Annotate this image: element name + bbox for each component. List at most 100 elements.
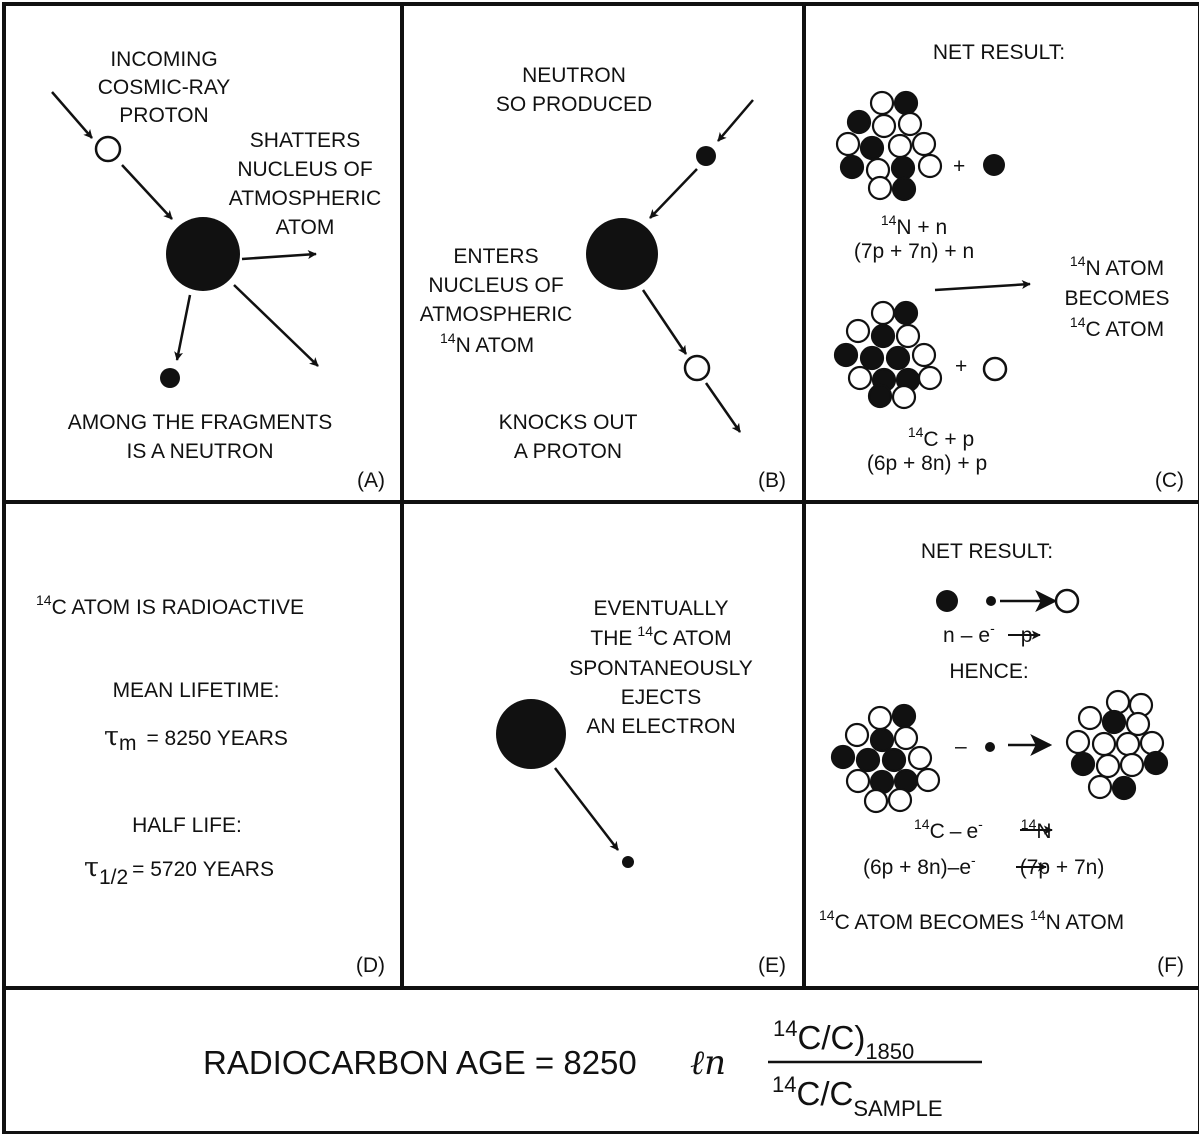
numerator-body: C/C) — [797, 1019, 865, 1056]
formula-ln: ℓn — [690, 1043, 726, 1083]
radiocarbon-age-formula: RADIOCARBON AGE = 8250 ℓn 14C/C)1850 14C… — [203, 1016, 982, 1121]
denominator-body: C/C — [796, 1075, 853, 1112]
becomes-line-1-rest: N ATOM — [1086, 257, 1165, 280]
becomes-line-3: 14C ATOM — [1070, 314, 1164, 341]
proton-nucleon — [1091, 731, 1117, 757]
eq2-e: e — [959, 856, 971, 879]
neutron-nucleon — [859, 345, 885, 371]
neutron-nucleon — [830, 744, 856, 770]
neutron-nucleon — [870, 323, 896, 349]
eq1-esup: - — [978, 816, 983, 832]
eq-minus: – — [961, 624, 973, 647]
eq2-right: (7p + 7n) — [1020, 856, 1105, 879]
enters-line-3: ATMOSPHERIC — [420, 303, 572, 326]
knocked-proton — [683, 354, 711, 382]
nitrogen-14-nucleus — [835, 90, 943, 202]
panel-label-d: (D) — [356, 954, 385, 977]
formula-lhs: RADIOCARBON AGE = 8250 — [203, 1044, 637, 1081]
eq-n14-plus-n: 14N + n — [881, 212, 947, 239]
shatters-line-3: ATMOSPHERIC — [229, 187, 381, 210]
panel-b: NEUTRON SO PRODUCED ENTERS NUCLEUS OF AT… — [420, 64, 786, 492]
incoming-proton-arrow — [51, 91, 93, 139]
eq1-n: N — [1036, 820, 1051, 843]
nitrogen-14-nucleus-after — [1065, 689, 1169, 801]
proton-nucleon — [1125, 711, 1151, 737]
eq-c14-mass: 14 — [908, 424, 924, 440]
net-result-c: NET RESULT: — [933, 41, 1065, 64]
neutron-line-1: NEUTRON — [522, 64, 626, 87]
radioactive-statement: 14C ATOM IS RADIOACTIVE — [36, 592, 304, 619]
proton-nucleon — [1095, 753, 1121, 779]
conclusion-mass-1: 14 — [819, 907, 835, 923]
neutron-nucleon — [839, 154, 865, 180]
mean-lifetime-value: τm= 8250 YEARS — [104, 721, 288, 755]
neutron-nucleon — [859, 135, 885, 161]
atmospheric-nucleus — [166, 217, 240, 291]
electron-symbol — [986, 596, 996, 606]
line2-mass: 14 — [637, 623, 653, 639]
eq2-left: (6p + 8n) — [863, 856, 948, 879]
neutron-fragment — [160, 368, 180, 388]
incoming-proton — [94, 135, 122, 163]
knocks-line-2: A PROTON — [514, 440, 622, 463]
neutron-nucleon — [1101, 709, 1127, 735]
plus-proton-sign: + — [955, 355, 967, 378]
carbon-14-nucleus-before — [830, 703, 941, 814]
neutron-nucleon — [893, 90, 919, 116]
neutron-nucleon — [846, 109, 872, 135]
becomes-line-1-mass: 14 — [1070, 253, 1086, 269]
enters-line-1: ENTERS — [453, 245, 538, 268]
composition-equation: (6p + 8n)–e-(7p + 7n) — [863, 852, 1104, 879]
carbon-14-atom — [496, 699, 566, 769]
ejected-electron — [622, 856, 634, 868]
tau-half-subscript: 1/2 — [99, 866, 128, 889]
proton-nucleon — [835, 131, 861, 157]
enters-n14-atom: N ATOM — [456, 334, 535, 357]
tau-symbol-mean: τ — [104, 721, 119, 752]
radioactive-mass: 14 — [36, 592, 52, 608]
fragment-arrow-right — [241, 250, 317, 261]
shatters-line-1: SHATTERS — [250, 129, 360, 152]
proton-nucleon — [891, 384, 917, 410]
neutron-symbol — [936, 590, 958, 612]
proton-nucleon — [845, 768, 871, 794]
tau-m-value: = 8250 YEARS — [146, 727, 287, 750]
proton-nucleon — [893, 725, 919, 751]
line2-post: C ATOM — [653, 627, 732, 650]
proton-nucleon — [911, 131, 937, 157]
proton-nucleon — [911, 342, 937, 368]
line2-pre: THE — [590, 627, 632, 650]
eventually-line-3: SPONTANEOUSLY — [569, 657, 753, 680]
proton-nucleon — [1119, 752, 1145, 778]
radioactive-rest: C ATOM IS RADIOACTIVE — [52, 596, 304, 619]
formula-denominator: 14C/CSAMPLE — [772, 1072, 943, 1121]
hence-label: HENCE: — [949, 660, 1028, 683]
proton-nucleon — [917, 153, 943, 179]
eq1-mass-c: 14 — [914, 816, 930, 832]
proton-nucleon — [887, 787, 913, 813]
proton-nucleon — [867, 175, 893, 201]
becomes-line-3-mass: 14 — [1070, 314, 1086, 330]
becomes-line-1: 14N ATOM — [1070, 253, 1164, 280]
half-life-value: τ1/2= 5720 YEARS — [84, 852, 274, 889]
becomes-line-2: BECOMES — [1064, 287, 1169, 310]
emitted-electron — [985, 742, 995, 752]
eq-n: n — [943, 624, 955, 647]
formula-numerator: 14C/C)1850 — [773, 1016, 914, 1064]
proton-nucleon — [915, 767, 941, 793]
eventually-line-1: EVENTUALLY — [594, 597, 729, 620]
denominator-mass: 14 — [772, 1072, 796, 1097]
proton-away-arrow — [704, 382, 742, 433]
eq1-mass-n: 14 — [1021, 816, 1037, 832]
proton-nucleon — [863, 788, 889, 814]
neutron-in-arrow — [717, 99, 754, 142]
enters-line-2: NUCLEUS OF — [428, 274, 563, 297]
eq1-minus: – — [950, 820, 962, 843]
proton-nucleon — [869, 90, 895, 116]
enters-n14-mass: 14 — [440, 330, 456, 346]
